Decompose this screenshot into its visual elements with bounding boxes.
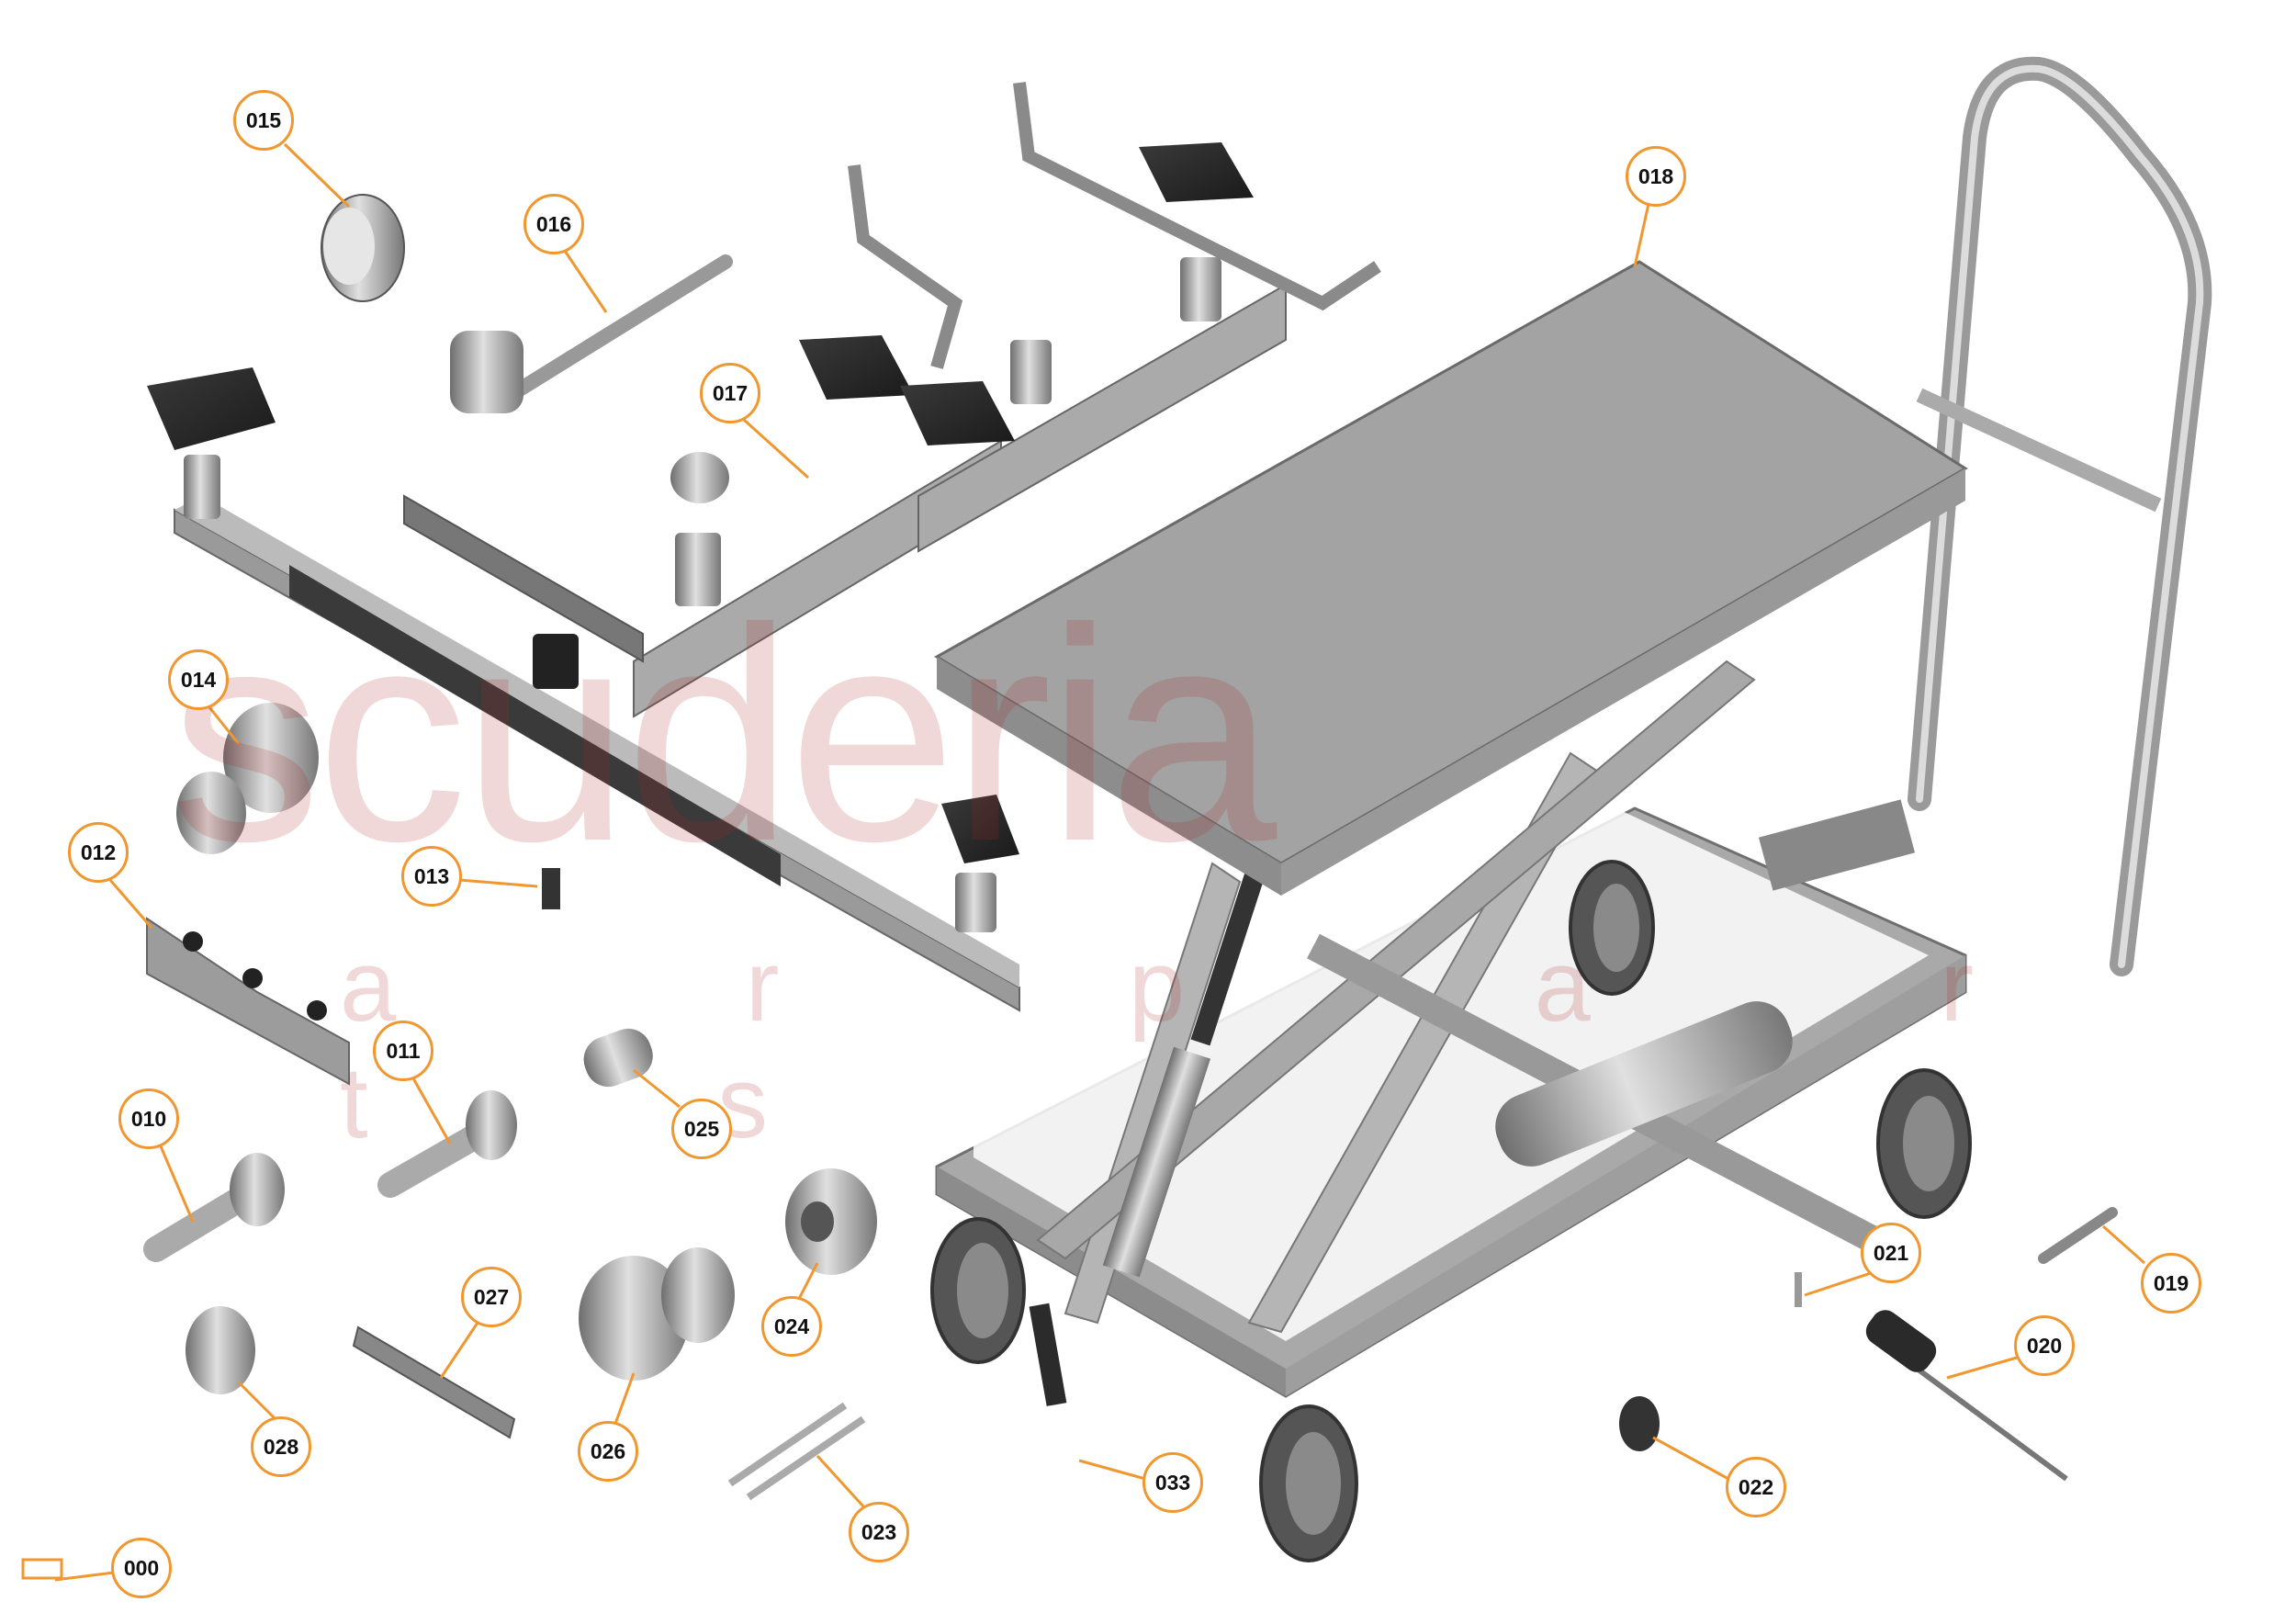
callout-017[interactable]: 017 — [700, 363, 760, 423]
callout-025[interactable]: 025 — [671, 1099, 732, 1159]
callout-010[interactable]: 010 — [118, 1088, 179, 1149]
callout-011[interactable]: 011 — [373, 1021, 433, 1081]
callout-014[interactable]: 014 — [168, 649, 229, 710]
callout-020[interactable]: 020 — [2014, 1315, 2075, 1376]
callout-033[interactable]: 033 — [1142, 1452, 1203, 1513]
callout-016[interactable]: 016 — [523, 194, 584, 254]
support-fixture — [147, 82, 1381, 1012]
leader-lines — [54, 142, 2145, 1582]
callout-023[interactable]: 023 — [849, 1502, 909, 1562]
callout-027[interactable]: 027 — [461, 1267, 522, 1327]
callout-021[interactable]: 021 — [1861, 1223, 1921, 1283]
small-parts — [21, 194, 2118, 1580]
callout-015[interactable]: 015 — [233, 90, 294, 151]
callout-018[interactable]: 018 — [1626, 146, 1686, 207]
lift-table — [930, 56, 2212, 1562]
callout-000[interactable]: 000 — [111, 1538, 172, 1598]
callout-019[interactable]: 019 — [2141, 1253, 2201, 1314]
callout-013[interactable]: 013 — [401, 846, 462, 907]
callout-022[interactable]: 022 — [1726, 1457, 1786, 1517]
callout-028[interactable]: 028 — [251, 1416, 311, 1477]
callout-026[interactable]: 026 — [578, 1421, 638, 1482]
callout-024[interactable]: 024 — [761, 1296, 822, 1357]
callout-012[interactable]: 012 — [68, 822, 129, 883]
